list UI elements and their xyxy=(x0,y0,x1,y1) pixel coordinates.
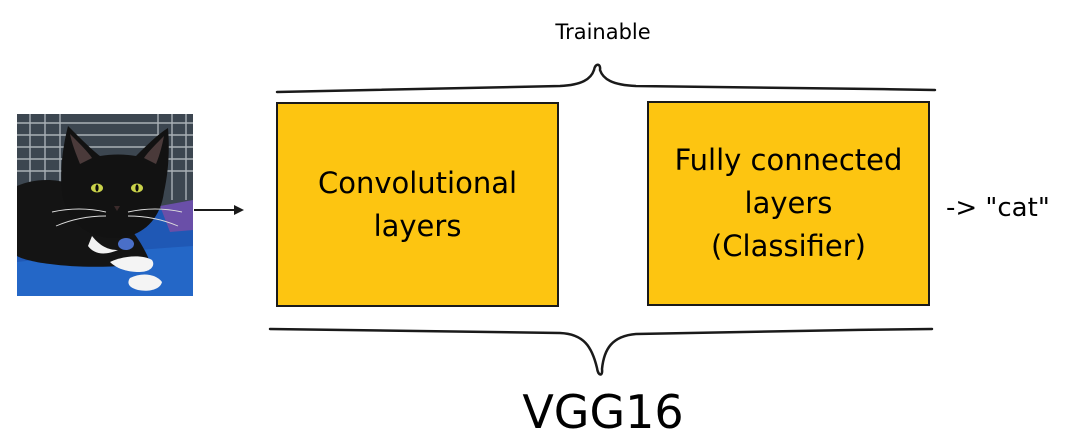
trainable-label: Trainable xyxy=(555,20,651,44)
block-line: layers xyxy=(744,186,833,220)
block-line: (Classifier) xyxy=(710,229,866,263)
output-label: -> "cat" xyxy=(946,193,1050,223)
cat-photo xyxy=(17,114,193,296)
bottom-brace xyxy=(268,327,934,376)
convolutional-layers-block: Convolutional layers xyxy=(276,102,559,307)
block-line: layers xyxy=(373,208,462,243)
fully-connected-layers-block: Fully connected layers (Classifier) xyxy=(647,101,930,306)
top-brace xyxy=(275,63,937,94)
block-line: Fully connected xyxy=(674,143,903,177)
model-name-label: VGG16 xyxy=(522,385,684,439)
convolutional-layers-text: Convolutional layers xyxy=(318,162,517,248)
block-line: Convolutional xyxy=(317,165,518,200)
fully-connected-layers-text: Fully connected layers (Classifier) xyxy=(675,139,903,268)
